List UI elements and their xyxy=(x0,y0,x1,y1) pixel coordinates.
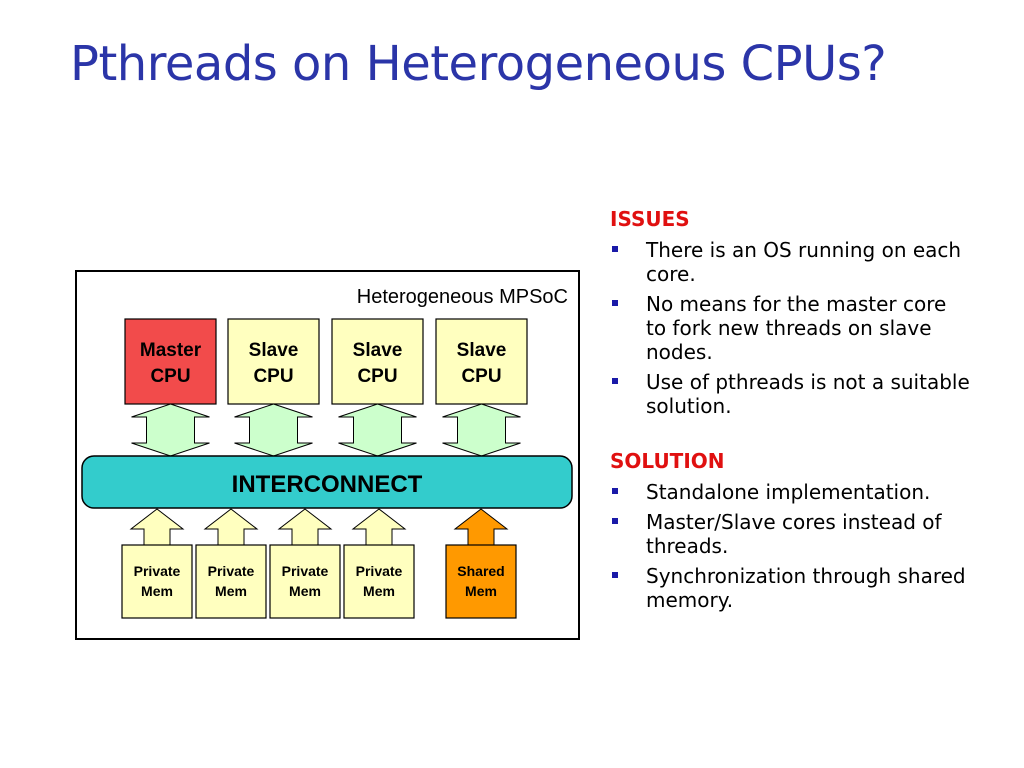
issue-item: Use of pthreads is not a suitable soluti… xyxy=(610,370,970,418)
mem-box-rect xyxy=(445,544,517,619)
cpu-box-rect xyxy=(435,318,528,405)
solution-item: Standalone implementation. xyxy=(610,480,970,504)
issues-list: There is an OS running on each core. No … xyxy=(610,238,970,418)
bullet-icon xyxy=(612,488,618,494)
solution-item: Master/Slave cores instead of threads. xyxy=(610,510,970,558)
page-title: Pthreads on Heterogeneous CPUs? xyxy=(70,36,887,92)
mem-label-line2: Mem xyxy=(141,583,173,599)
mem-box-rect xyxy=(195,544,267,619)
cpu-box-rect xyxy=(124,318,217,405)
cpu-label-line2: CPU xyxy=(357,366,397,387)
mem-label-line1: Private xyxy=(356,563,403,579)
mem-box-rect xyxy=(121,544,193,619)
issues-solution-panel: ISSUES There is an OS running on each co… xyxy=(610,206,970,612)
solution-list: Standalone implementation. Master/Slave … xyxy=(610,480,970,612)
mem-box-rect xyxy=(343,544,415,619)
bullet-icon xyxy=(612,246,618,252)
cpu-label-line2: CPU xyxy=(461,366,501,387)
mem-label-line1: Shared xyxy=(457,563,504,579)
mem-box-rect xyxy=(269,544,341,619)
bullet-icon xyxy=(612,378,618,384)
cpu-label-line1: Slave xyxy=(353,340,403,361)
cpu-label-line1: Master xyxy=(140,340,202,361)
cpu-label-line1: Slave xyxy=(457,340,507,361)
cpu-label-line2: CPU xyxy=(150,366,190,387)
solution-item: Synchronization through shared memory. xyxy=(610,564,970,612)
cpu-box-rect xyxy=(227,318,320,405)
mem-label-line1: Private xyxy=(282,563,329,579)
mpsoc-label: Heterogeneous MPSoC xyxy=(357,286,568,308)
issue-item: No means for the master core to fork new… xyxy=(610,292,970,364)
mem-label-line2: Mem xyxy=(289,583,321,599)
cpu-label-line2: CPU xyxy=(253,366,293,387)
cpu-label-line1: Slave xyxy=(249,340,299,361)
interconnect-bar xyxy=(81,455,573,509)
solution-heading: SOLUTION xyxy=(610,449,725,473)
bullet-icon xyxy=(612,518,618,524)
interconnect-label: INTERCONNECT xyxy=(232,471,423,498)
bullet-icon xyxy=(612,572,618,578)
mem-label-line2: Mem xyxy=(363,583,395,599)
issue-item: There is an OS running on each core. xyxy=(610,238,970,286)
mem-label-line1: Private xyxy=(208,563,255,579)
mem-label-line1: Private xyxy=(134,563,181,579)
cpu-box-rect xyxy=(331,318,424,405)
bullet-icon xyxy=(612,300,618,306)
mem-label-line2: Mem xyxy=(465,583,497,599)
issues-heading: ISSUES xyxy=(610,207,690,231)
mem-label-line2: Mem xyxy=(215,583,247,599)
